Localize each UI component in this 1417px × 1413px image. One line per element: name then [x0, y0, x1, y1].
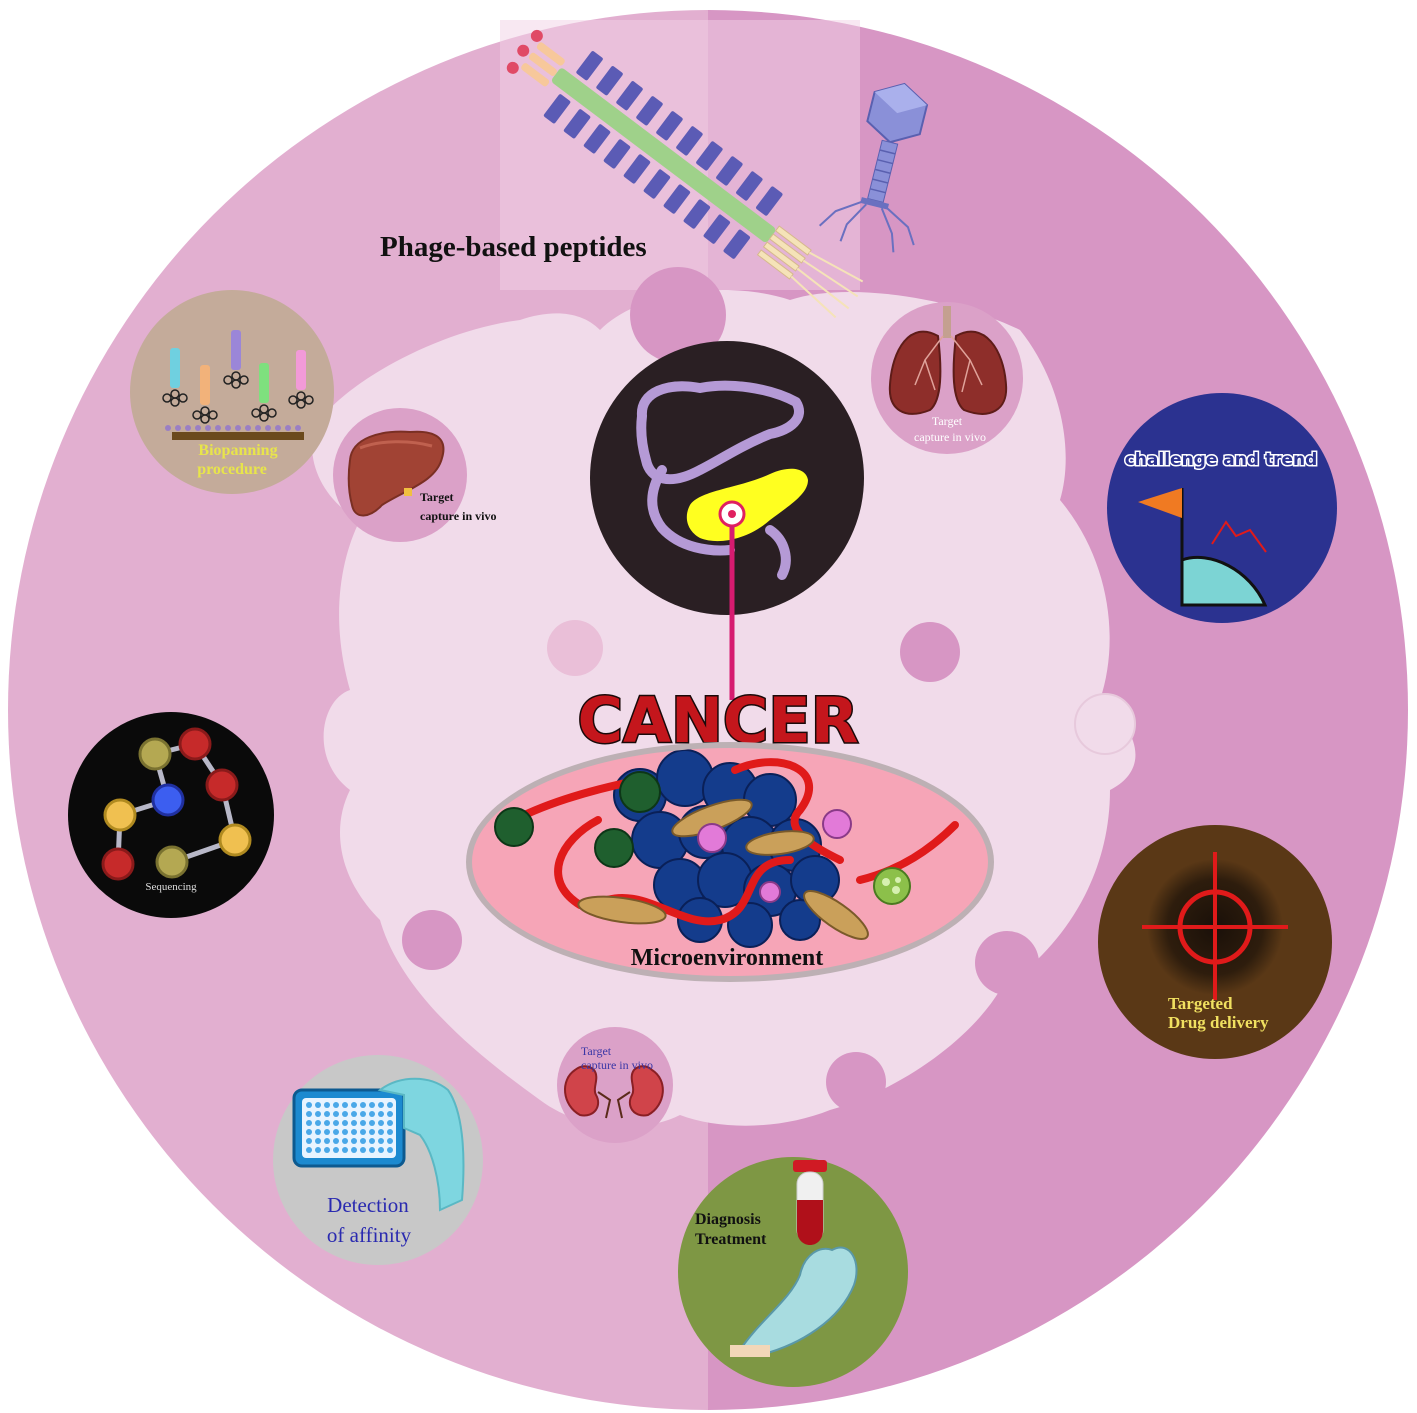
drug-delivery-line1: Targeted: [1168, 994, 1233, 1013]
microplate-icon: [292, 1077, 465, 1212]
target-crosshair-icon: [1142, 852, 1288, 1000]
diagnosis-module: Diagnosis Treatment: [678, 1157, 908, 1387]
liver-capture: Target capture in vivo: [333, 408, 496, 542]
kidney-capture: Target capture in vivo: [557, 1027, 673, 1143]
affinity-label-line1: Detection: [327, 1193, 409, 1217]
peptide-chain-icon: [101, 727, 252, 881]
liver-icon: [347, 430, 445, 517]
challenge-module: challenge and trend: [1107, 393, 1337, 623]
lung-capture-line1: Target: [932, 414, 963, 428]
drug-delivery-module: Targeted Drug delivery: [1098, 825, 1332, 1059]
affinity-label-line2: of affinity: [327, 1223, 412, 1247]
lung-capture-line2: capture in vivo: [914, 430, 986, 444]
diagnosis-label-line1: Diagnosis: [695, 1211, 761, 1228]
biopanning-label-line2: procedure: [197, 461, 267, 478]
lung-icon: [888, 306, 1008, 415]
liver-capture-line1: Target: [420, 490, 454, 504]
sequencing-label: Sequencing: [145, 881, 197, 893]
microenvironment-label: Microenvironment: [631, 945, 823, 971]
biopanning-label-line1: Biopanning: [198, 442, 277, 459]
challenge-label: challenge and trend: [1125, 450, 1318, 470]
pancreas-icon: [636, 380, 804, 580]
affinity-module: Detection of affinity: [273, 1055, 483, 1265]
blood-tube-icon: [793, 1160, 827, 1245]
flag-icon: [1138, 488, 1268, 607]
kidney-icon: [564, 1065, 664, 1119]
phage-based-peptides-label: Phage-based peptides: [380, 231, 647, 263]
kidney-capture-line2: capture in vivo: [581, 1058, 653, 1072]
liver-capture-line2: capture in vivo: [420, 509, 496, 523]
tumor-microenvironment: Microenvironment: [466, 742, 994, 982]
biopanning-module: Biopanning procedure: [130, 290, 334, 494]
drug-delivery-line2: Drug delivery: [1168, 1013, 1269, 1032]
diagnosis-label-line2: Treatment: [695, 1231, 767, 1248]
cell-vesicle: [630, 267, 726, 363]
organ-circle: [590, 341, 864, 615]
bacteriophage-icon: [818, 82, 929, 253]
phage-icon: [506, 29, 864, 319]
lung-capture: Target capture in vivo: [871, 302, 1023, 454]
sequencing-module: Sequencing: [68, 712, 274, 918]
kidney-capture-line1: Target: [581, 1044, 612, 1058]
